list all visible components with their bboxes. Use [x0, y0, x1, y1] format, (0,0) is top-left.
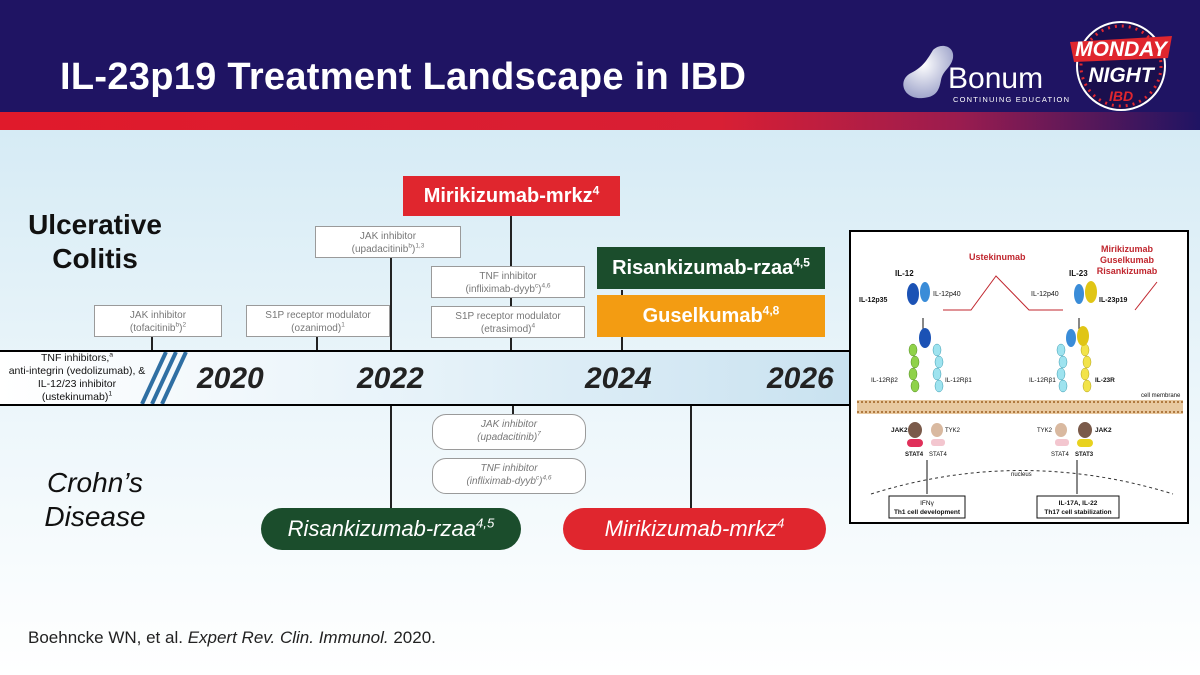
uc-s1p-ozanimod: S1P receptor modulator (ozanimod)1	[246, 305, 390, 337]
mech-il23p19: IL-23p19	[1099, 297, 1128, 304]
connector-mirikizumab-cd	[690, 406, 692, 510]
cd-mirikizumab: Mirikizumab-mrkz4	[563, 508, 826, 550]
reference-citation: Boehncke WN, et al. Expert Rev. Clin. Im…	[28, 628, 436, 647]
timeline-prior-therapies: TNF inhibitors,a anti-integrin (vedolizu…	[8, 351, 146, 403]
mech-drugs-line2: Guselkumab	[1100, 255, 1155, 265]
uc-risankizumab: Risankizumab-rzaa4,5	[597, 247, 825, 289]
mech-tyk2-left: TYK2	[945, 428, 961, 434]
uc-guselkumab: Guselkumab4,8	[597, 295, 825, 337]
mech-il12: IL-12	[895, 269, 914, 278]
uc-label-line1: Ulcerative	[28, 209, 162, 240]
mech-out-left-line1: IFNγ	[920, 500, 934, 507]
mech-il23r: IL-23R	[1095, 377, 1115, 384]
mech-il12rb2: IL-12Rβ2	[871, 377, 898, 384]
year-2022: 2022	[357, 362, 424, 395]
mech-out-right-line1: IL-17A, IL-22	[1059, 500, 1098, 507]
mech-stat3: STAT3	[1075, 452, 1094, 458]
mech-stat4-left-a: STAT4	[905, 452, 924, 458]
bonum-logo-icon	[903, 45, 954, 99]
uc-jak-upadacitinib: JAK inhibitor (upadacitinibb)1,3	[315, 226, 461, 258]
uc-s1p-etrasimod: S1P receptor modulator (etrasimod)4	[431, 306, 585, 338]
cd-label-line1: Crohn’s	[47, 467, 143, 498]
uc-jak-tofacitinib: JAK inhibitor (tofacitinibb)2	[94, 305, 222, 337]
mech-tyk2-right: TYK2	[1037, 428, 1053, 434]
connector-upadacitinib-cd	[512, 406, 514, 416]
mech-il23: IL-23	[1069, 269, 1088, 278]
mech-cell-membrane: cell membrane	[1141, 393, 1181, 399]
mech-out-left-line2: Th1 cell development	[894, 509, 961, 516]
connector-risankizumab-cd	[390, 406, 392, 510]
mech-il12p40-left: IL-12p40	[933, 291, 961, 298]
mech-ustekinumab: Ustekinumab	[969, 252, 1026, 262]
cd-label: Crohn’s Disease	[20, 466, 170, 534]
mech-jak2-right: JAK2	[1095, 427, 1112, 434]
mech-stat4-right: STAT4	[1051, 452, 1069, 458]
bonum-logo-text: Bonum	[948, 62, 1044, 95]
mech-il12p35: IL-12p35	[859, 297, 888, 304]
badge-night: NIGHT	[1088, 64, 1154, 87]
connector-upadacitinib-uc	[390, 258, 392, 351]
year-2024: 2024	[585, 362, 652, 395]
mech-out-right-line2: Th17 cell stabilization	[1044, 509, 1111, 516]
uc-label-line2: Colitis	[52, 243, 138, 274]
mech-drugs-line3: Risankizumab	[1097, 266, 1158, 276]
mech-stat4-left-b: STAT4	[929, 452, 947, 458]
connector-tofacitinib	[151, 337, 153, 351]
mechanism-graphic: Ustekinumab Mirikizumab Guselkumab Risan…	[857, 244, 1183, 519]
cd-tnf-infliximab: TNF inhibitor (infliximab-dyybc)4,6	[432, 458, 586, 494]
cd-risankizumab: Risankizumab-rzaa4,5	[261, 508, 521, 550]
header-banner	[0, 0, 1200, 112]
uc-tnf-infliximab: TNF inhibitor (infliximab-dyybc)4,6	[431, 266, 585, 298]
mech-il12rb1-right: IL-12Rβ1	[1029, 377, 1056, 384]
bonum-logo-subtitle: CONTINUING EDUCATION	[953, 95, 1071, 104]
mech-nucleus: nucleus	[1011, 472, 1032, 478]
mech-jak2-left: JAK2	[891, 427, 908, 434]
slide-title: IL-23p19 Treatment Landscape in IBD	[60, 56, 747, 98]
uc-label: Ulcerative Colitis	[20, 208, 170, 276]
badge-ibd: IBD	[1108, 88, 1134, 104]
year-2020: 2020	[197, 362, 264, 395]
monday-night-ibd-badge	[1070, 21, 1172, 111]
connector-ozanimod	[316, 337, 318, 351]
timeline-bar	[0, 350, 850, 406]
cd-jak-upadacitinib: JAK inhibitor (upadacitinib)7	[432, 414, 586, 450]
mech-drugs-line1: Mirikizumab	[1101, 244, 1154, 254]
mech-il12rb1-left: IL-12Rβ1	[945, 377, 972, 384]
year-2026: 2026	[767, 362, 834, 395]
mechanism-diagram: Ustekinumab Mirikizumab Guselkumab Risan…	[849, 230, 1189, 524]
mech-il12p40-right: IL-12p40	[1031, 291, 1059, 298]
header-stripe	[0, 112, 1200, 130]
badge-monday: MONDAY	[1075, 38, 1167, 61]
timeline-break-icon	[140, 352, 188, 404]
cd-label-line2: Disease	[44, 501, 146, 532]
uc-mirikizumab: Mirikizumab-mrkz4	[403, 176, 620, 216]
